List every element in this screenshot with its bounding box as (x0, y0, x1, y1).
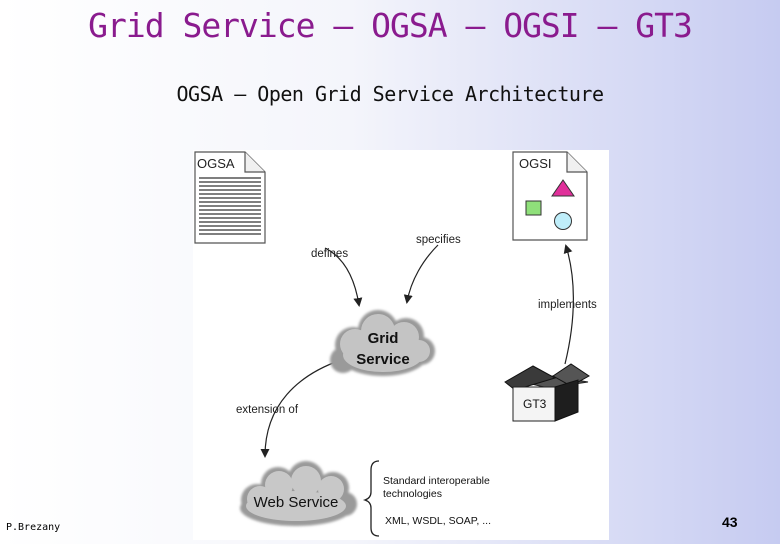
page-number: 43 (722, 514, 738, 530)
ogsa-document-icon (194, 151, 266, 244)
web-service-cloud-icon (240, 461, 357, 526)
extension-arrow (260, 359, 342, 458)
std-tech-line1: Standard interoperable (383, 475, 490, 487)
slide-subtitle: OGSA – Open Grid Service Architecture (176, 82, 604, 106)
slide-title: Grid Service – OGSA – OGSI – GT3 (88, 6, 693, 45)
footer-author: P.Brezany (6, 522, 61, 533)
web-service-label: Web Service (254, 494, 339, 511)
bracket-icon (362, 460, 380, 537)
grid-service-cloud-icon (330, 310, 435, 376)
circle-icon (554, 212, 572, 230)
defines-arrow (324, 247, 363, 307)
grid-service-label-line2: Service (356, 351, 409, 368)
tech-list: XML, WSDL, SOAP, ... (385, 515, 491, 527)
defines-label: defines (311, 248, 348, 260)
square-icon (525, 200, 542, 216)
triangle-icon (551, 179, 575, 197)
gt3-box-icon (504, 363, 590, 422)
gt3-label: GT3 (523, 397, 547, 411)
implements-arrow (563, 244, 574, 365)
std-tech-line2: technologies (383, 488, 442, 500)
specifies-label: specifies (416, 234, 461, 246)
ogsa-document-label: OGSA (197, 156, 235, 171)
implements-label: implements (538, 299, 597, 311)
specifies-arrow (403, 244, 439, 304)
architecture-diagram: OGSA OGSI defines specifies implements e… (193, 150, 609, 540)
extension-label: extension of (236, 404, 299, 416)
ogsi-document-label: OGSI (519, 156, 552, 171)
grid-service-label-line1: Grid (368, 330, 399, 347)
